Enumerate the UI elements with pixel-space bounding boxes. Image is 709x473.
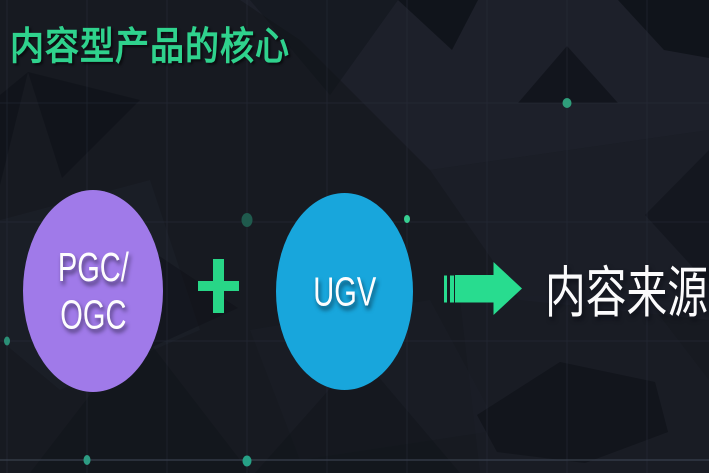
result-label: 内容来源	[545, 260, 708, 323]
accent-dots	[4, 98, 572, 467]
accent-dot	[404, 215, 410, 223]
ugv-ellipse: UGV	[276, 193, 413, 390]
pgc-line: PGC/	[57, 244, 129, 291]
plus-vertical-bar	[213, 259, 224, 313]
ugv-label: UGV	[313, 268, 376, 315]
accent-dot	[83, 455, 91, 465]
accent-dot	[562, 98, 572, 108]
pgc-ogc-ellipse: PGC/ OGC	[23, 190, 163, 392]
accent-dot	[242, 455, 252, 467]
accent-dot	[4, 336, 10, 346]
slide-title: 内容型产品的核心	[10, 24, 290, 70]
ogc-line: OGC	[59, 291, 127, 337]
pgc-ogc-label: PGC/ OGC	[57, 244, 128, 337]
plus-icon	[198, 259, 239, 313]
arrow-right-icon	[444, 262, 522, 315]
accent-dot	[241, 213, 253, 227]
